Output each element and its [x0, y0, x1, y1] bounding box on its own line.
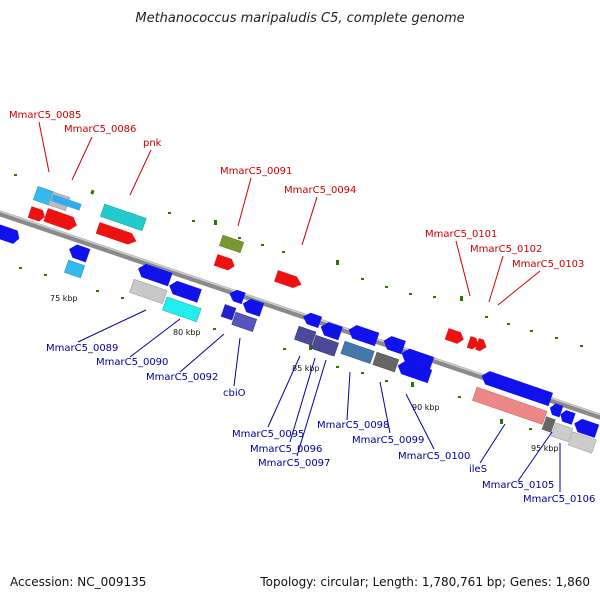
label-ileS[interactable]: ileS — [469, 464, 487, 475]
gene-0091[interactable] — [219, 234, 245, 254]
gene-red-c[interactable] — [95, 222, 139, 247]
label-0100[interactable]: MmarC5_0100 — [398, 451, 470, 462]
top-gene-labels: MmarC5_0085 MmarC5_0086 pnk MmarC5_0091 … — [9, 110, 584, 270]
label-0102[interactable]: MmarC5_0102 — [470, 244, 542, 255]
label-0086[interactable]: MmarC5_0086 — [64, 124, 136, 135]
gene-0090[interactable] — [127, 278, 203, 323]
gene-0094[interactable] — [274, 270, 303, 290]
label-0089[interactable]: MmarC5_0089 — [46, 343, 118, 354]
label-0085[interactable]: MmarC5_0085 — [9, 110, 81, 121]
label-0096[interactable]: MmarC5_0096 — [250, 444, 322, 455]
label-pnk[interactable]: pnk — [143, 138, 162, 149]
gene-0102[interactable] — [466, 336, 480, 351]
gene-cyan-a[interactable] — [64, 259, 86, 279]
gene-blue-a[interactable] — [67, 243, 91, 263]
gene-ileS-upper[interactable] — [475, 369, 600, 438]
gene-red-b[interactable] — [43, 208, 79, 232]
gene-0100[interactable] — [395, 359, 433, 384]
genome-summary: Topology: circular; Length: 1,780,761 bp… — [259, 575, 590, 589]
top-leaders — [38, 121, 541, 306]
gene-0099[interactable] — [379, 334, 436, 371]
gene-0101[interactable] — [444, 328, 466, 345]
map-title: Methanococcus maripaludis C5, complete g… — [135, 11, 464, 26]
label-0099[interactable]: MmarC5_0099 — [352, 435, 424, 446]
gene-left-edge[interactable] — [0, 223, 22, 245]
gene-0098[interactable] — [346, 323, 380, 347]
gene-0099b[interactable] — [372, 351, 400, 373]
scale-labels: 75 kbp 80 kbp 85 kbp 90 kbp 95 kbp — [50, 294, 559, 453]
gene-pnk[interactable] — [100, 203, 147, 232]
gene-0086[interactable] — [51, 194, 82, 211]
tick-label-75: 75 kbp — [50, 294, 78, 303]
gene-red-d[interactable] — [213, 254, 237, 272]
accession-text: Accession: NC_009135 — [10, 575, 146, 589]
label-0106[interactable]: MmarC5_0106 — [523, 494, 595, 505]
label-0092[interactable]: MmarC5_0092 — [146, 372, 218, 383]
label-0105[interactable]: MmarC5_0105 — [482, 480, 554, 491]
reverse-genes — [0, 223, 600, 454]
gene-0103[interactable] — [475, 338, 488, 353]
bottom-leaders — [77, 309, 561, 492]
label-0101[interactable]: MmarC5_0101 — [425, 229, 497, 240]
gene-ileS[interactable] — [469, 386, 600, 454]
gene-0098b[interactable] — [340, 340, 375, 364]
label-0090[interactable]: MmarC5_0090 — [96, 357, 168, 368]
forward-genes — [27, 186, 488, 353]
label-cbiO[interactable]: cbiO — [223, 388, 246, 399]
tick-label-80: 80 kbp — [173, 328, 201, 337]
label-0095[interactable]: MmarC5_0095 — [232, 429, 304, 440]
bottom-gene-labels: MmarC5_0089 MmarC5_0090 MmarC5_0092 cbiO… — [46, 343, 595, 505]
gene-cbiO[interactable] — [225, 288, 265, 317]
gene-0095[interactable] — [299, 311, 343, 341]
label-0091[interactable]: MmarC5_0091 — [220, 166, 292, 177]
label-0094[interactable]: MmarC5_0094 — [284, 185, 356, 196]
label-0098[interactable]: MmarC5_0098 — [317, 420, 389, 431]
label-0103[interactable]: MmarC5_0103 — [512, 259, 584, 270]
tick-label-90: 90 kbp — [412, 403, 440, 412]
gene-0089[interactable] — [134, 262, 204, 303]
gene-red-a[interactable] — [27, 206, 47, 223]
tick-label-95: 95 kbp — [531, 444, 559, 453]
label-0097[interactable]: MmarC5_0097 — [258, 458, 330, 469]
gene-0092[interactable] — [219, 304, 258, 332]
gene-0096[interactable] — [293, 325, 339, 357]
tick-label-85: 85 kbp — [292, 364, 320, 373]
